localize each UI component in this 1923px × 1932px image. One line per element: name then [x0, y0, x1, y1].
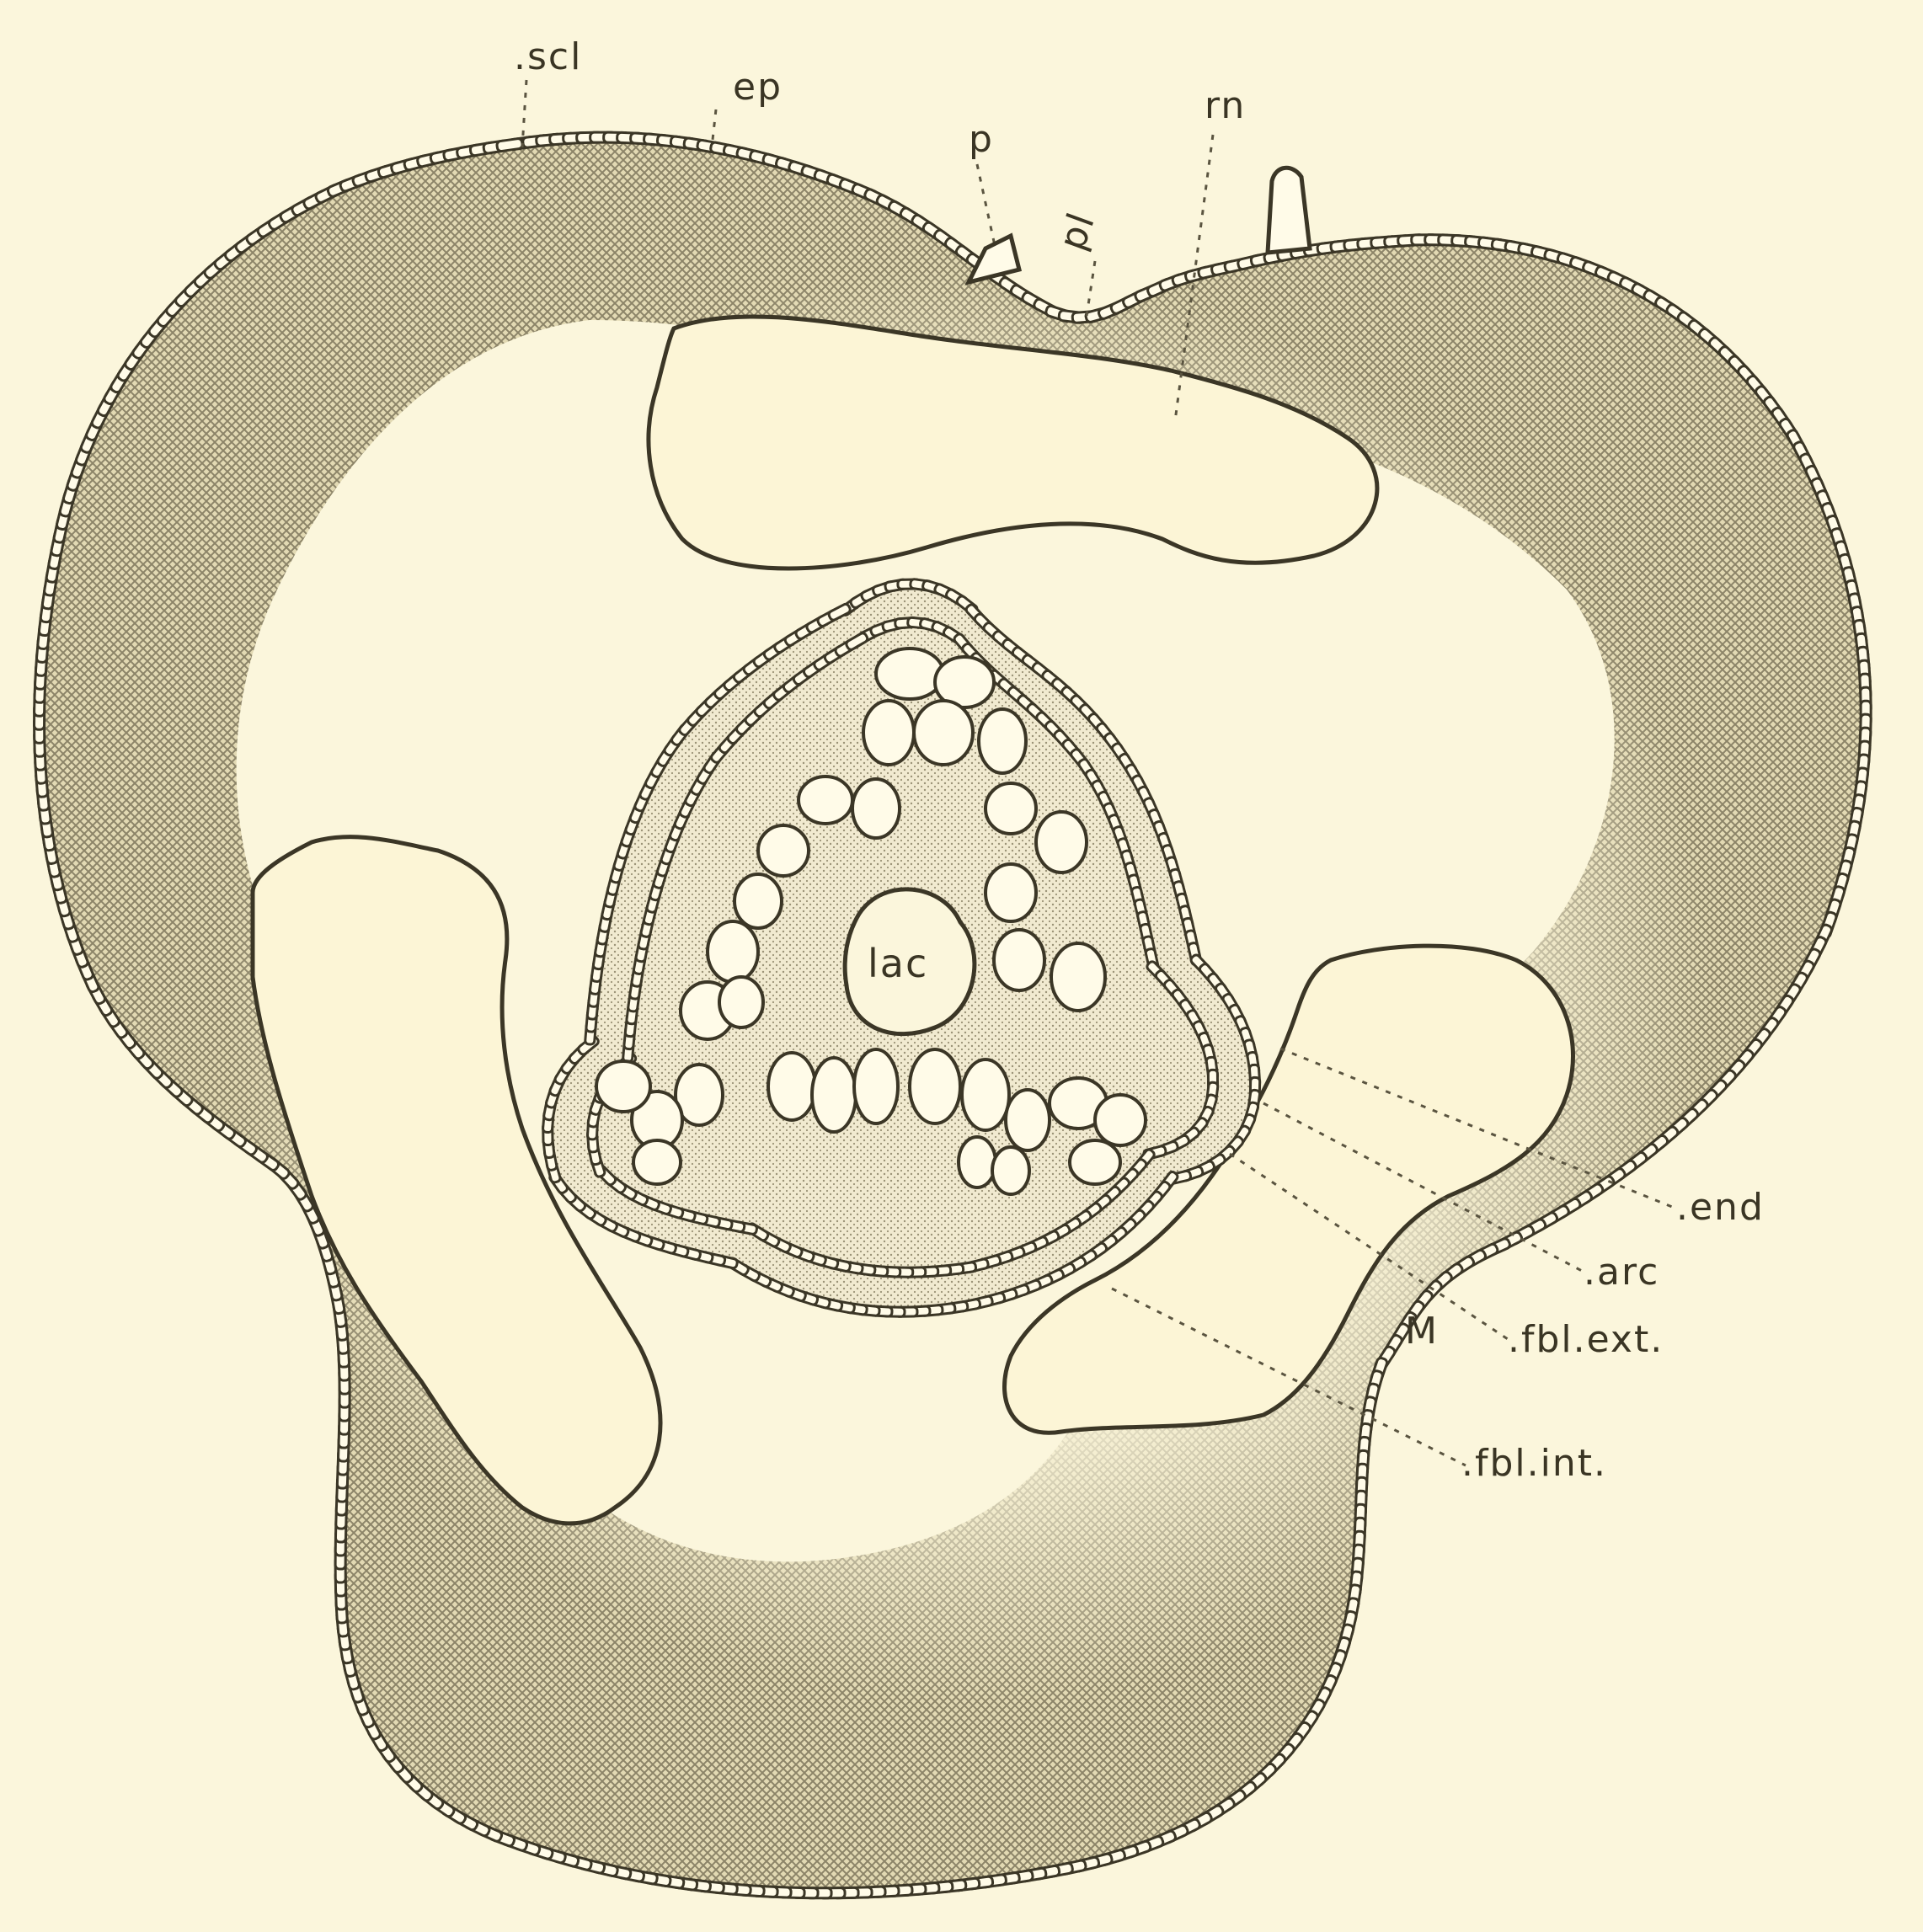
label-scl: .scl [514, 35, 582, 78]
parenchyma-cell [876, 648, 943, 699]
parenchyma-cell [863, 701, 914, 765]
parenchyma-cell [994, 930, 1044, 990]
parenchyma-cell [962, 1059, 1009, 1130]
label-lac: lac [868, 941, 928, 986]
projection-hair-right [1268, 168, 1310, 253]
parenchyma-cell [959, 1137, 996, 1187]
parenchyma-cell [1070, 1140, 1120, 1184]
parenchyma-cell [1036, 812, 1087, 873]
label-rn: rn [1205, 84, 1246, 127]
parenchyma-cell [854, 1049, 898, 1123]
parenchyma-cell [633, 1140, 681, 1184]
label-m: M [1405, 1310, 1439, 1353]
parenchyma-cell [596, 1061, 650, 1112]
label-fbl-int: .fbl.int. [1461, 1442, 1607, 1485]
parenchyma-cell [910, 1049, 960, 1123]
parenchyma-cell [758, 825, 809, 876]
parenchyma-cell [986, 864, 1036, 921]
parenchyma-cell [734, 874, 782, 928]
label-pl: pl [1050, 206, 1103, 256]
parenchyma-cell [979, 709, 1026, 773]
label-p: p [969, 118, 994, 161]
parenchyma-cell [1051, 943, 1105, 1011]
parenchyma-cell [986, 783, 1036, 834]
epidermis-cell [496, 138, 522, 152]
label-end: .end [1676, 1186, 1765, 1229]
parenchyma-cell [852, 779, 900, 838]
parenchyma-cell [1006, 1090, 1050, 1150]
parenchyma-cell [799, 777, 852, 824]
label-fbl-ext: .fbl.ext. [1508, 1318, 1664, 1361]
label-arc: .arc [1584, 1251, 1659, 1294]
parenchyma-cell [914, 701, 973, 765]
parenchyma-cell [812, 1058, 856, 1132]
parenchyma-cell [719, 977, 763, 1027]
parenchyma-cell [1095, 1095, 1146, 1145]
label-ep: ep [733, 66, 783, 109]
parenchyma-cell [708, 921, 758, 982]
parenchyma-cell [992, 1147, 1029, 1194]
parenchyma-cell [768, 1053, 815, 1120]
